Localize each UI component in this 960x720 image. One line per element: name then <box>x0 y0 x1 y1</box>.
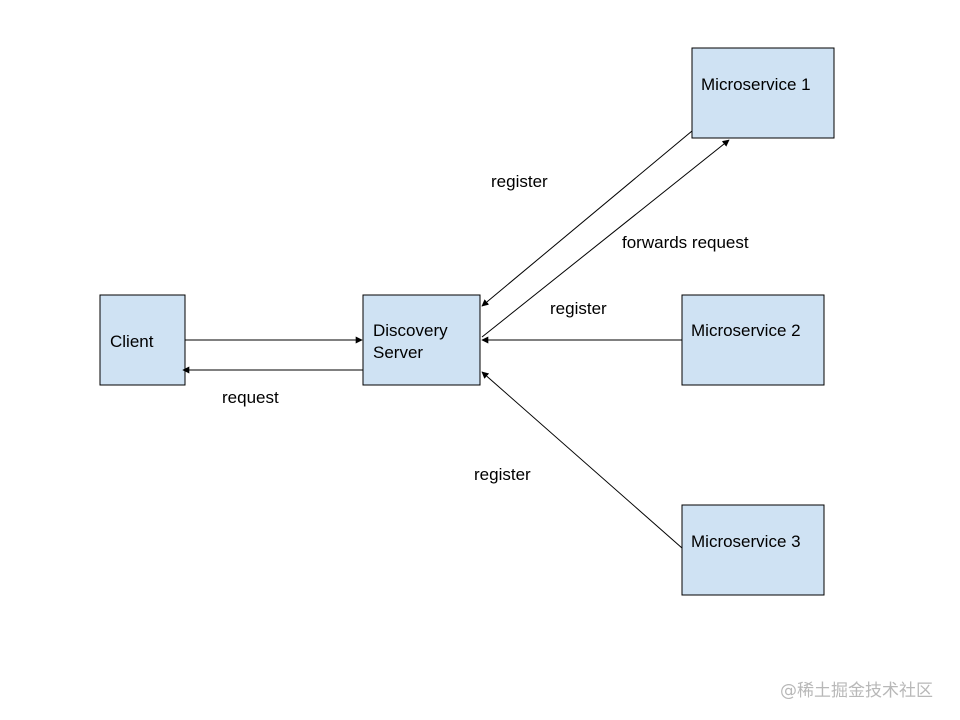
client-label: Client <box>110 332 154 351</box>
ms1-register-arrow <box>481 130 693 307</box>
forwards-request-label: forwards request <box>622 233 749 252</box>
microservice-2-box <box>681 294 825 386</box>
microservice-1-box <box>691 47 835 139</box>
microservice-2-label: Microservice 2 <box>691 321 801 340</box>
microservice-3-box <box>681 504 825 596</box>
discovery-server-node: Discovery Server <box>362 294 481 386</box>
client-request-label: request <box>222 388 279 407</box>
ms2-register-label: register <box>550 299 607 318</box>
discovery-server-label-line1: Discovery <box>373 321 448 340</box>
ms3-register-label: register <box>474 465 531 484</box>
ms1-register-label: register <box>491 172 548 191</box>
forwards-request-arrow <box>481 139 730 338</box>
client-node: Client <box>99 294 186 386</box>
discovery-server-label-line2: Server <box>373 343 423 362</box>
ms3-register-arrow <box>481 371 683 549</box>
discovery-server-box <box>362 294 481 386</box>
microservice-2-node: Microservice 2 <box>681 294 825 386</box>
microservice-1-label: Microservice 1 <box>701 75 811 94</box>
microservice-3-node: Microservice 3 <box>681 504 825 596</box>
watermark-text: @稀土掘金技术社区 <box>780 681 933 701</box>
microservice-3-label: Microservice 3 <box>691 532 801 551</box>
client-box <box>99 294 186 386</box>
microservice-1-node: Microservice 1 <box>691 47 835 139</box>
